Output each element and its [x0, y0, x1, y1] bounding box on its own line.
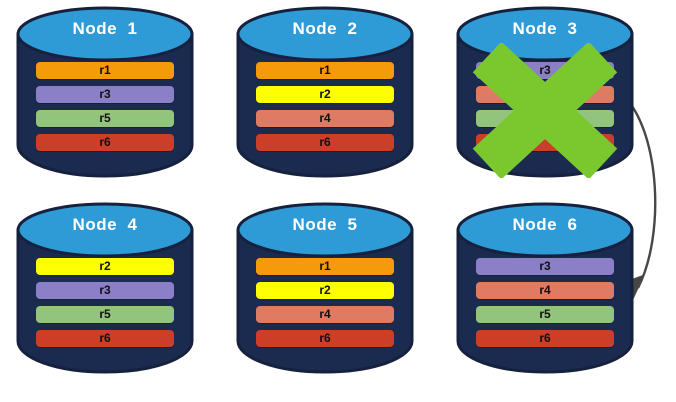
replica-stripe[interactable]: r5 [36, 306, 174, 323]
replica-stripe[interactable]: r1 [256, 258, 394, 275]
replica-stripe[interactable] [476, 134, 614, 151]
replica-label: r3 [99, 87, 111, 101]
replica-label: r6 [319, 135, 331, 149]
replica-label: r6 [539, 331, 551, 345]
replica-stripe[interactable]: r3 [36, 282, 174, 299]
replica-label: r6 [319, 331, 331, 345]
replica-label: r6 [99, 331, 111, 345]
replica-stripe[interactable]: r4 [476, 282, 614, 299]
replica-label: r2 [99, 259, 111, 273]
replica-label: r1 [319, 63, 331, 77]
replica-stripe[interactable]: r1 [256, 62, 394, 79]
replica-stripe[interactable]: r5 [476, 306, 614, 323]
replica-stripe[interactable]: r6 [256, 134, 394, 151]
replica-stripe[interactable]: r6 [36, 134, 174, 151]
replica-label: r4 [319, 111, 331, 125]
replica-stripe[interactable]: r4 [256, 110, 394, 127]
replica-stripe-list: r2 r3 r5 r6 [36, 258, 174, 354]
replica-stripe[interactable]: r3 [476, 258, 614, 275]
replica-label: r3 [539, 259, 551, 273]
replica-label: r4 [539, 283, 551, 297]
replica-stripe[interactable]: r6 [476, 330, 614, 347]
replica-stripe[interactable]: r3 [36, 86, 174, 103]
replica-stripe-list: r1 r2 r4 r6 [256, 62, 394, 158]
database-node-3[interactable]: Node 3 r3 [445, 3, 645, 183]
replica-stripe[interactable] [476, 86, 614, 103]
replica-label: r5 [99, 111, 111, 125]
replica-stripe-list: r1 r2 r4 r6 [256, 258, 394, 354]
replica-label: r2 [319, 87, 331, 101]
replica-label: r1 [99, 63, 111, 77]
replica-label: r6 [99, 135, 111, 149]
replica-stripe[interactable]: r2 [256, 282, 394, 299]
replica-label: r3 [99, 283, 111, 297]
replica-stripe[interactable]: r6 [36, 330, 174, 347]
replica-stripe[interactable]: r6 [256, 330, 394, 347]
replica-label: r5 [99, 307, 111, 321]
replica-stripe-list: r3 r4 r5 r6 [476, 258, 614, 354]
replica-label: r2 [319, 283, 331, 297]
replica-stripe-list: r3 [476, 62, 614, 158]
replica-stripe[interactable]: r4 [256, 306, 394, 323]
replica-label: r4 [319, 307, 331, 321]
replica-label: r3 [539, 63, 551, 77]
replica-stripe[interactable]: r2 [36, 258, 174, 275]
replica-label: r1 [319, 259, 331, 273]
replica-label: r5 [539, 307, 551, 321]
replica-stripe[interactable]: r1 [36, 62, 174, 79]
replica-stripe[interactable]: r2 [256, 86, 394, 103]
replica-stripe[interactable] [476, 110, 614, 127]
replica-stripe[interactable]: r3 [476, 62, 614, 79]
replica-stripe-list: r1 r3 r5 r6 [36, 62, 174, 158]
replica-stripe[interactable]: r5 [36, 110, 174, 127]
